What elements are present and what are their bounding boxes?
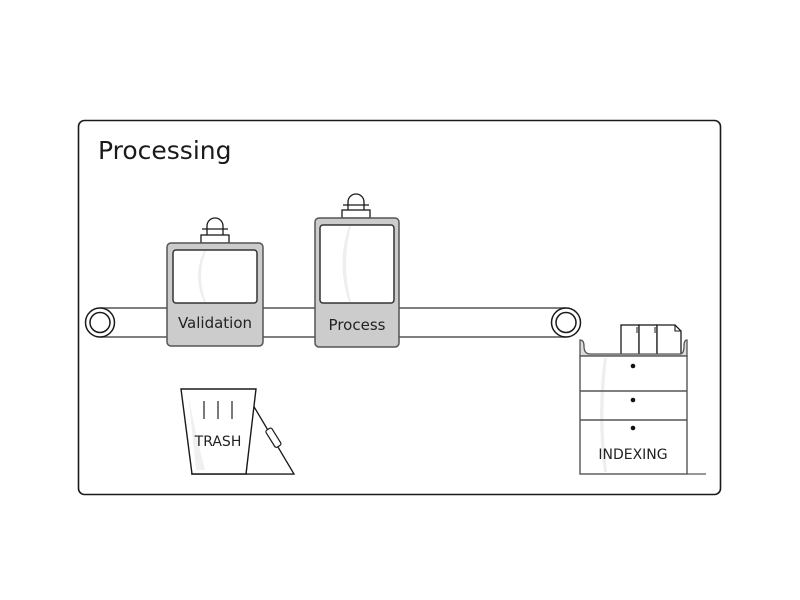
drawer-handle-1[interactable] xyxy=(630,363,636,369)
cabinet-body xyxy=(579,355,688,475)
cabinet-tray xyxy=(579,339,688,357)
trash-label: TRASH xyxy=(194,434,242,450)
validation-station[interactable]: Validation xyxy=(166,217,264,347)
right-roller-icon xyxy=(550,307,582,338)
drawer-handle-3[interactable] xyxy=(630,425,636,431)
trash-can-glare xyxy=(188,393,205,470)
validation-screen-glare xyxy=(198,251,206,302)
validation-label: Validation xyxy=(178,314,252,332)
trash-bin[interactable]: TRASH xyxy=(180,388,296,475)
indexing-cabinet[interactable]: INDEXING xyxy=(579,324,706,476)
process-station[interactable]: Process xyxy=(314,193,400,348)
cabinet-glare xyxy=(600,358,607,472)
indexing-label: INDEXING xyxy=(598,447,667,463)
validation-screen xyxy=(172,249,258,304)
drawer-handle-2[interactable] xyxy=(630,397,636,403)
process-screen xyxy=(319,224,395,304)
documents-icon xyxy=(620,324,682,358)
frame-title: Processing xyxy=(98,136,232,165)
trash-stripes-icon xyxy=(203,401,233,419)
process-screen-glare xyxy=(342,226,351,302)
process-beacon-icon xyxy=(341,193,371,219)
left-roller-icon xyxy=(84,307,116,338)
process-label: Process xyxy=(329,316,386,334)
validation-beacon-icon xyxy=(200,217,230,244)
